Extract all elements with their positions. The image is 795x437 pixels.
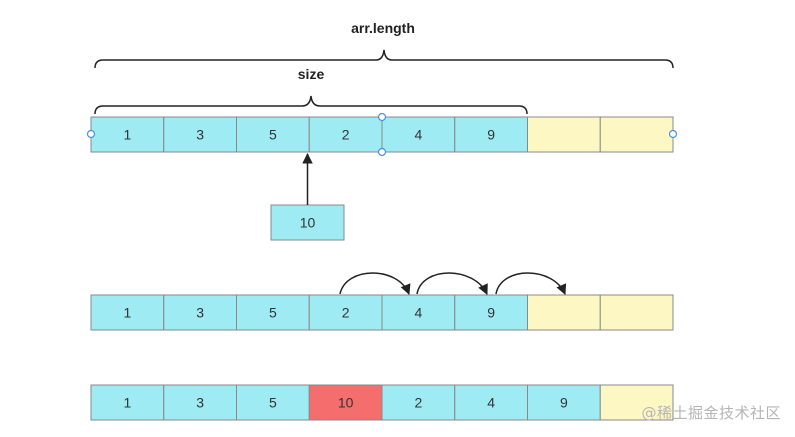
row-1-cell-8-empty (599, 116, 674, 153)
shift-arrow-2 (416, 272, 488, 295)
row-3-cell-5-value: 2 (414, 395, 422, 411)
length-brace (94, 49, 674, 69)
row-2-cell-3-value: 5 (269, 305, 277, 321)
length-label: arr.length (351, 20, 415, 36)
row-1-cell-6-filled (454, 116, 528, 153)
shift-arrow-3 (495, 272, 567, 295)
row-1-cell-2-value: 3 (196, 127, 204, 143)
row-3-cell-1-filled (90, 384, 165, 421)
row-1-cell-5-filled (381, 116, 456, 153)
row-3-cell-1-value: 1 (123, 395, 131, 411)
shift-arrow-1 (339, 272, 411, 295)
size-label: size (298, 66, 325, 82)
row-3-cell-7-filled (527, 384, 601, 421)
selection-handles (86, 112, 678, 157)
row-2-cell-2-filled (163, 294, 237, 331)
row-1-cell-2-filled (163, 116, 237, 153)
row-3-cell-3-value: 5 (269, 395, 277, 411)
handle-bottom (377, 147, 387, 157)
row-1-cell-5-value: 4 (414, 127, 422, 143)
row-2-cell-6-filled (454, 294, 528, 331)
row-3-cell-2-value: 3 (196, 395, 204, 411)
row-2-cell-7-empty (527, 294, 601, 331)
row-2-cell-2-value: 3 (196, 305, 204, 321)
row-1-cell-7-empty (527, 116, 601, 153)
row-3-cell-8-empty (599, 384, 674, 421)
row-1-cell-1-filled (90, 116, 165, 153)
row-2-cell-5-value: 4 (414, 305, 422, 321)
row-3-cell-6-value: 4 (487, 395, 495, 411)
row-2-cell-1-filled (90, 294, 165, 331)
row-1-cell-4-value: 2 (342, 127, 350, 143)
row-1-cell-3-filled (236, 116, 310, 153)
size-brace (94, 95, 528, 115)
row-1-cell-1-value: 1 (123, 127, 131, 143)
handle-right (668, 129, 678, 139)
row-2-cell-1-value: 1 (123, 305, 131, 321)
row-2-cell-4-value: 2 (342, 305, 350, 321)
row-2-cell-8-empty (599, 294, 674, 331)
row-2-cell-6-value: 9 (487, 305, 495, 321)
insert-box-value: 10 (300, 215, 316, 231)
row-1-cell-3-value: 5 (269, 127, 277, 143)
row-1-cell-6-value: 9 (487, 127, 495, 143)
watermark: @稀土掘金技术社区 (641, 404, 781, 422)
row-3-cell-2-filled (163, 384, 237, 421)
row-3-cell-7-value: 9 (560, 395, 568, 411)
row-3-cell-4-inserted (308, 384, 383, 421)
handle-top (377, 112, 387, 122)
row-2-cell-4-filled (308, 294, 383, 331)
row-3-cell-6-filled (454, 384, 528, 421)
insert-box (270, 204, 345, 241)
handle-left (86, 129, 96, 139)
row-3-cell-4-value: 10 (338, 395, 354, 411)
row-2-cell-3-filled (236, 294, 310, 331)
row-3-cell-5-filled (381, 384, 456, 421)
